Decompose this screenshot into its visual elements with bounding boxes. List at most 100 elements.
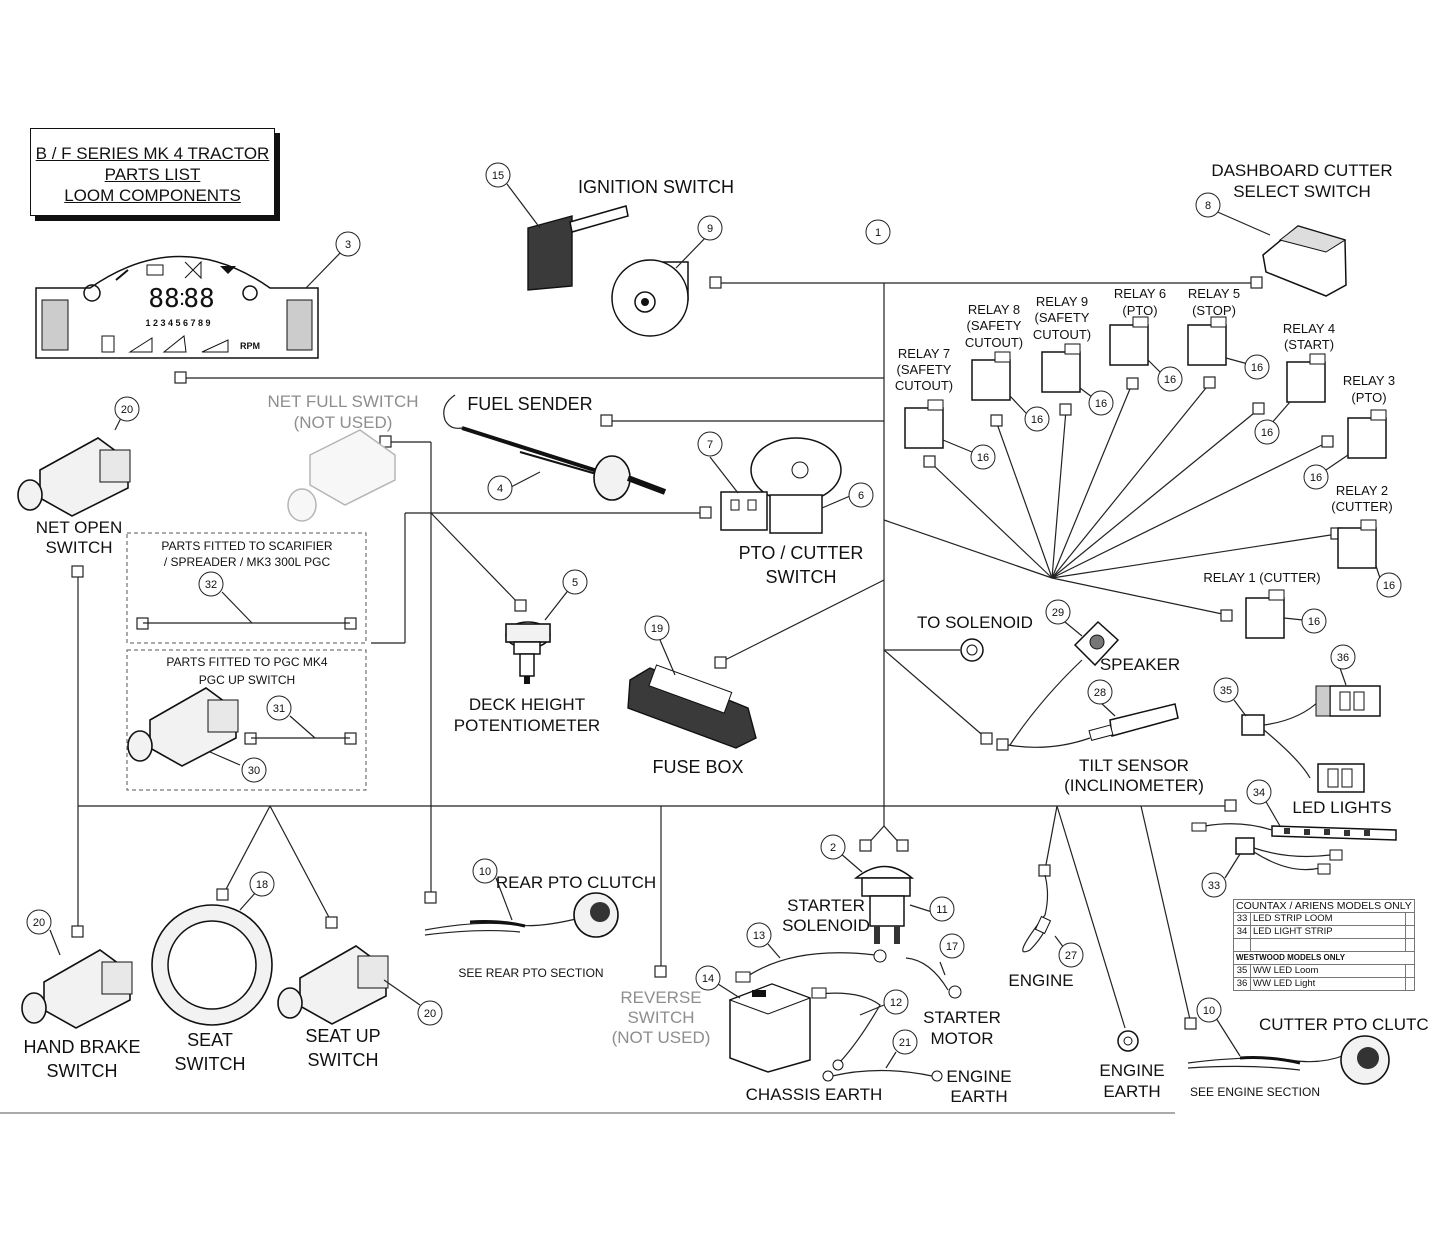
callout-16-relay-2: 16 [1376,572,1402,598]
pgc-parts-box [126,649,367,791]
label-starter-motor-1: STARTER [923,1008,1001,1027]
callout-12: 12 [883,989,909,1015]
svg-text:16: 16 [1383,580,1395,592]
label-tilt-sensor-2: (INCLINOMETER) [1064,776,1204,795]
relay-3 [1347,409,1387,459]
svg-text:31: 31 [273,703,285,715]
svg-text:1: 1 [875,227,881,239]
table-row: 36 WW LED Light [1233,977,1415,991]
callout-15: 15 [485,162,511,188]
label-speaker: SPEAKER [1100,655,1180,674]
callout-10-cutter: 10 [1196,997,1222,1023]
hand-brake-switch [21,949,133,1029]
label-seat-1: SEAT [187,1030,233,1050]
cutter-icon [220,266,236,274]
label-net-open-1: NET OPEN [36,518,123,537]
svg-text:10: 10 [1203,1005,1215,1017]
dashboard-digits-right: 88 [183,284,214,314]
label-reverse-3: (NOT USED) [612,1028,711,1047]
led-loom-westwood [1241,685,1381,793]
label-chassis-earth: CHASSIS EARTH [746,1085,883,1104]
callout-2: 2 [820,834,846,860]
svg-text:32: 32 [205,579,217,591]
svg-text:16: 16 [977,452,989,464]
svg-text:16: 16 [1095,398,1107,410]
label-engine-earth-b-1: ENGINE [1099,1061,1164,1080]
callout-16-relay-9: 16 [1088,390,1114,416]
label-net-full-2: (NOT USED) [294,413,393,432]
svg-text:5: 5 [572,577,578,589]
svg-text:16: 16 [1164,374,1176,386]
models-table: COUNTAX / ARIENS MODELS ONLY 33 LED STRI… [1233,899,1415,991]
solenoid-ring [935,638,984,662]
callout-18: 18 [249,871,275,897]
dashboard-rpm: RPM [240,341,260,351]
relay-4 [1286,353,1326,403]
callout-33: 33 [1201,872,1227,898]
table-row: 33 LED STRIP LOOM [1233,912,1415,926]
seat-up-switch [277,945,389,1025]
label-led-lights: LED LIGHTS [1292,798,1391,817]
relay-1 [1245,589,1285,639]
label-deck-height-2: POTENTIOMETER [454,716,600,735]
lights-icon [242,285,258,301]
fuel-icon [101,335,115,353]
battery-icon [146,264,164,276]
callout-30: 30 [241,757,267,783]
label-pgc-2: PGC UP SWITCH [199,673,295,687]
relay-9 [1041,343,1081,393]
gauge-icon [115,269,129,281]
label-relay7-2: (SAFETY [897,362,952,377]
label-relay4-1: RELAY 4 [1283,321,1335,336]
label-dashboard-cutter-2: SELECT SWITCH [1233,182,1371,201]
callout-11: 11 [929,896,955,922]
label-relay5-2: (STOP) [1192,303,1236,318]
label-see-rear-pto: SEE REAR PTO SECTION [458,966,603,980]
callout-36: 36 [1330,644,1356,670]
relay-star-lines [929,382,1338,616]
relay-7 [904,399,944,449]
label-cutter-pto-clutch: CUTTER PTO CLUTCH [1259,1015,1430,1034]
label-hand-brake-1: HAND BRAKE [23,1037,140,1057]
scarifier-parts-box [126,532,367,644]
svg-text:14: 14 [702,973,714,985]
callout-20-seat-up: 20 [417,1000,443,1026]
svg-text:13: 13 [753,930,765,942]
callout-4: 4 [487,475,513,501]
starter-solenoid [853,865,915,944]
callout-35: 35 [1213,677,1239,703]
callout-10-rear: 10 [472,858,498,884]
fuse-box [627,664,757,749]
title-line-3: LOOM COMPONENTS [64,186,241,205]
callout-32: 32 [198,571,224,597]
callout-9: 9 [697,215,723,241]
label-fuse-box: FUSE BOX [652,757,743,777]
svg-text:9: 9 [707,223,713,235]
led-strip [1191,822,1397,841]
label-pgc-1: PARTS FITTED TO PGC MK4 [166,655,327,669]
relay-5 [1187,316,1227,366]
fan-icon [184,260,202,280]
models-table-header: COUNTAX / ARIENS MODELS ONLY [1233,899,1415,913]
label-relay7-1: RELAY 7 [898,346,950,361]
relay-8 [971,351,1011,401]
svg-text:16: 16 [1261,427,1273,439]
tilt-sensor [1007,703,1179,748]
label-scarifier-2: / SPREADER / MK3 300L PGC [164,555,331,569]
callout-17: 17 [939,933,965,959]
connector-nodes [71,276,1343,1030]
callout-28: 28 [1087,679,1113,705]
svg-text:16: 16 [1308,616,1320,628]
svg-text:27: 27 [1065,950,1077,962]
callout-34: 34 [1246,779,1272,805]
svg-text:20: 20 [424,1008,436,1020]
led-strip-loom [1235,837,1343,875]
pgc-up-switch [127,687,239,767]
svg-text:16: 16 [1031,414,1043,426]
label-see-engine: SEE ENGINE SECTION [1190,1085,1320,1099]
label-ignition-switch: IGNITION SWITCH [578,177,734,197]
callout-21: 21 [892,1029,918,1055]
net-open-switch [17,437,131,517]
callout-8: 8 [1195,192,1221,218]
models-table-subheader: WESTWOOD MODELS ONLY [1233,951,1415,965]
